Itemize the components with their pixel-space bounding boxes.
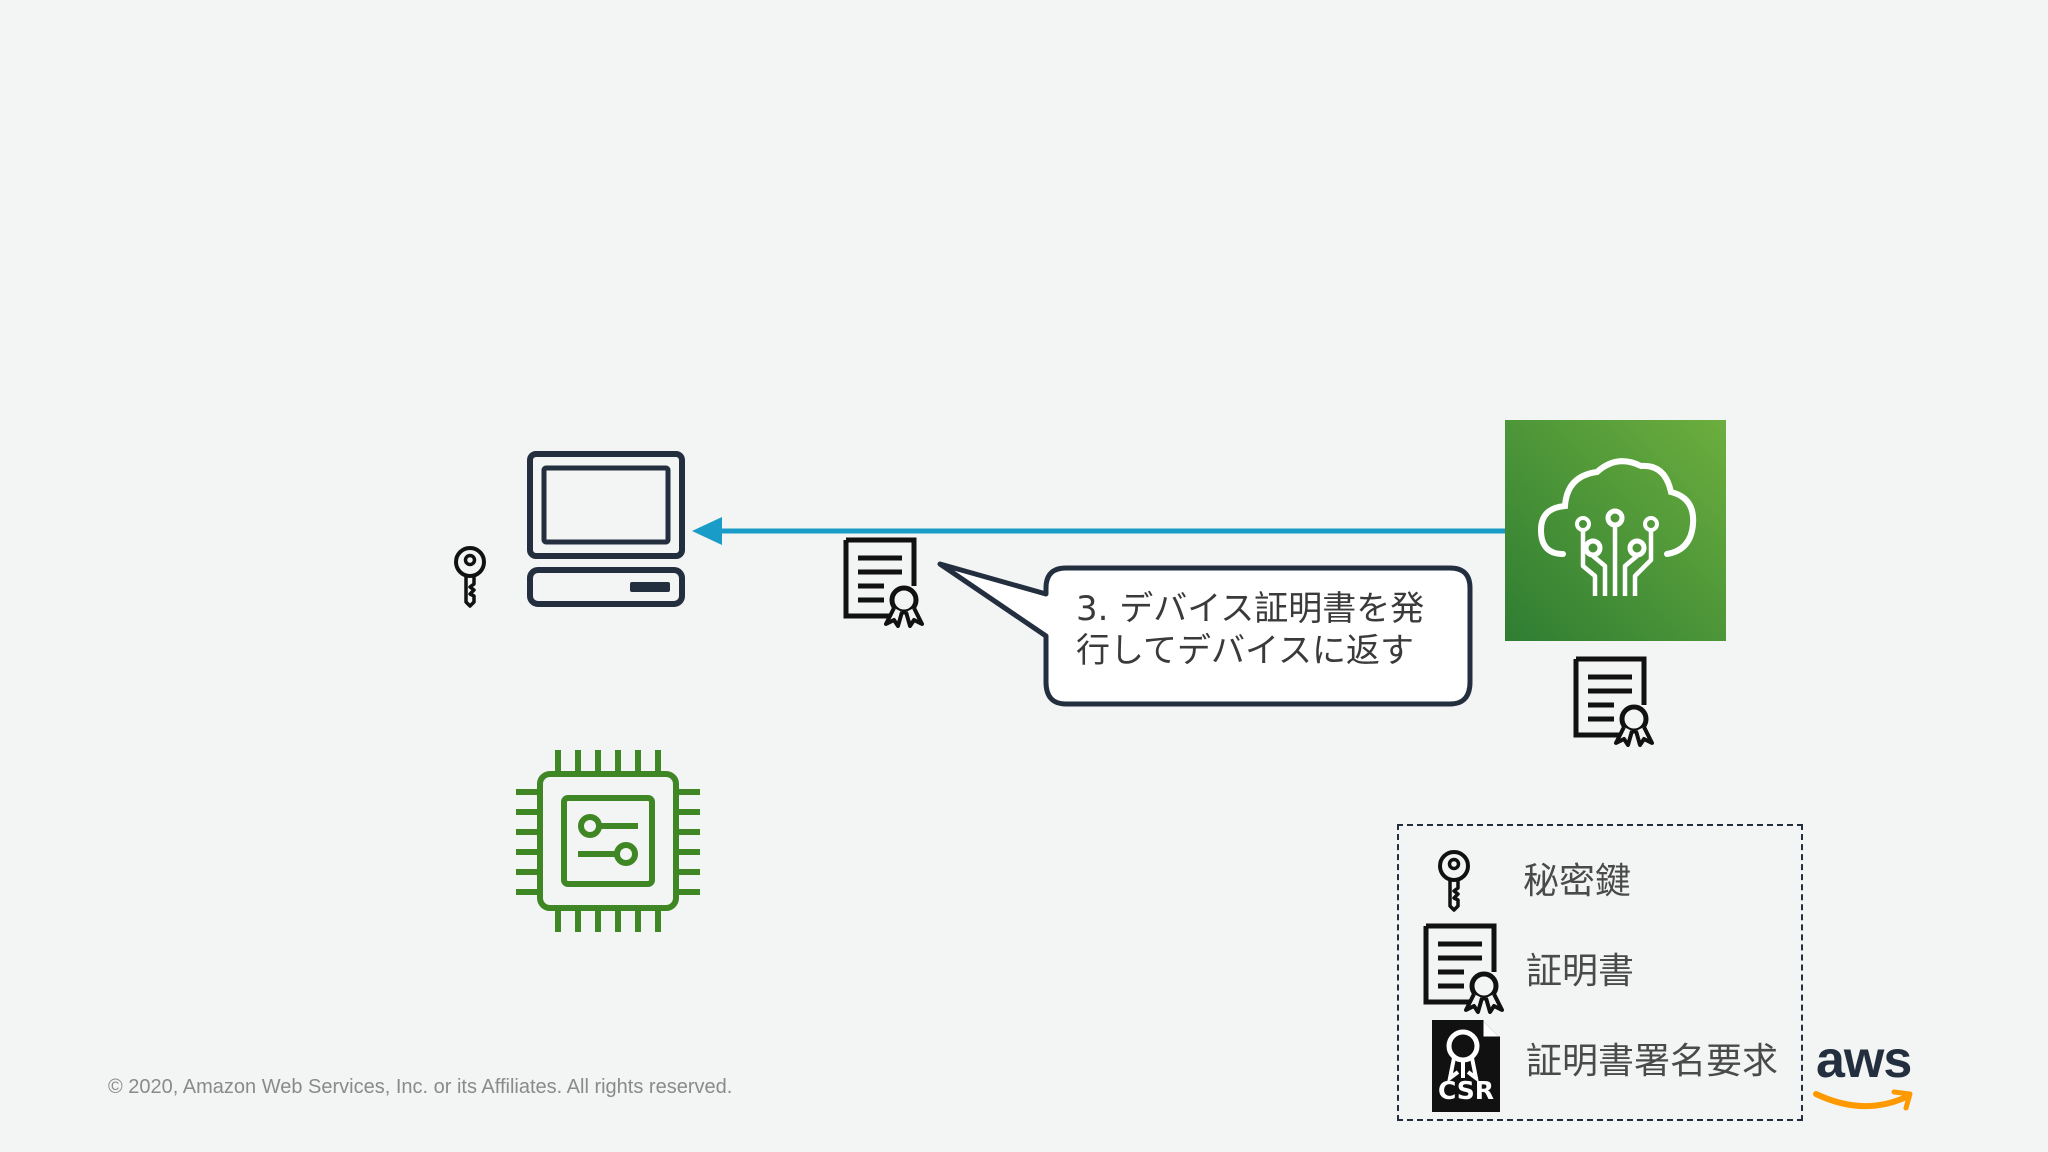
certificate-icon xyxy=(843,537,924,628)
callout-line-2: 行してデバイスに返す xyxy=(1076,631,1414,671)
legend-csr-icon xyxy=(1432,1020,1500,1112)
laptop-icon xyxy=(527,451,685,607)
return-arrow xyxy=(692,517,1506,545)
legend-label-csr: 証明書署名要求 xyxy=(1526,1041,1779,1082)
microchip-icon xyxy=(516,750,700,932)
legend-key-icon xyxy=(1438,850,1470,912)
legend-label-private-key: 秘密鍵 xyxy=(1523,861,1632,902)
certificate-icon xyxy=(1573,656,1654,747)
callout-bubble xyxy=(937,561,1473,707)
iot-core-icon xyxy=(1505,420,1726,641)
csr-badge-text: CSR xyxy=(1437,1076,1495,1105)
key-icon xyxy=(454,546,486,608)
callout-text: 3. デバイス証明書を発 行してデバイスに返す xyxy=(1076,588,1456,672)
aws-smile-icon xyxy=(1813,1089,1913,1111)
copyright-text: © 2020, Amazon Web Services, Inc. or its… xyxy=(108,1076,733,1098)
aws-logo-text: aws xyxy=(1816,1031,1912,1089)
legend-certificate-icon xyxy=(1423,923,1504,1014)
callout-line-1: 3. デバイス証明書を発 xyxy=(1076,589,1425,629)
legend-box xyxy=(1397,824,1803,1121)
legend-label-certificate: 証明書 xyxy=(1526,951,1635,992)
